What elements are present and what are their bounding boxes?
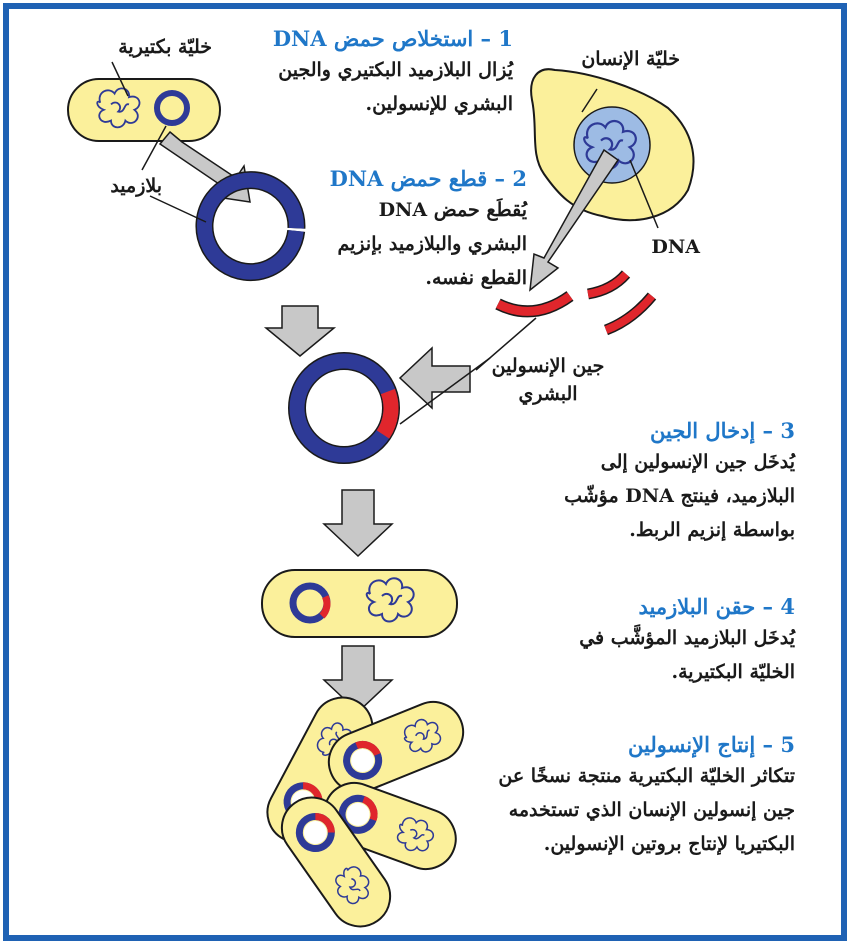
step-3-text: يُدخَل جين الإنسولين إلى البلازميد، فينت… xyxy=(480,445,795,547)
step-2-text: يُقطَع حمض DNA البشري والبلازميد بإنزيم … xyxy=(300,193,527,295)
step-3-line: يُدخَل جين الإنسولين إلى xyxy=(480,445,795,479)
step-1: 1 – استخلاص حمض DNA يُزال البلازميد البك… xyxy=(230,26,513,121)
step-5-title: 5 – إنتاج الإنسولين xyxy=(440,732,795,757)
step-5-line: جين إنسولين الإنسان الذي تستخدمه xyxy=(440,793,795,827)
step-3: 3 – إدخال الجين يُدخَل جين الإنسولين إلى… xyxy=(480,418,795,547)
step-3-line: البلازميد، فينتج DNA مؤشّب xyxy=(480,479,795,513)
label-insulin-gene-line: البشري xyxy=(468,380,628,408)
bacterial-cell-icon xyxy=(262,570,457,637)
recombinant-plasmid-icon xyxy=(297,361,391,455)
dna-fragment-icon xyxy=(588,274,626,294)
step-2-line: يُقطَع حمض DNA xyxy=(300,193,527,227)
step-4: 4 – حقن البلازميد يُدخَل البلازميد المؤش… xyxy=(480,594,795,689)
step-5-line: البكتيريا لإنتاج بروتين الإنسولين. xyxy=(440,827,795,861)
step-5: 5 – إنتاج الإنسولين تتكاثر الخليّة البكت… xyxy=(440,732,795,861)
label-line xyxy=(150,196,206,222)
step-4-title: 4 – حقن البلازميد xyxy=(480,594,795,619)
plasmid-icon xyxy=(204,180,296,272)
step-4-line: الخليّة البكتيرية. xyxy=(480,655,795,689)
dna-fragment-icon xyxy=(498,296,570,311)
step-4-text: يُدخَل البلازميد المؤشَّب في الخليّة الب… xyxy=(480,621,795,689)
label-insulin-gene-line: جين الإنسولين xyxy=(468,352,628,380)
human-cell-icon xyxy=(531,69,693,220)
bacterial-cell-icon xyxy=(68,79,220,141)
step-4-line: يُدخَل البلازميد المؤشَّب في xyxy=(480,621,795,655)
step-2: 2 – قطع حمض DNA يُقطَع حمض DNA البشري وا… xyxy=(300,166,527,295)
step-2-line: القطع نفسه. xyxy=(300,261,527,295)
step-1-text: يُزال البلازميد البكتيري والجين البشري ل… xyxy=(230,53,513,121)
step-5-text: تتكاثر الخليّة البكتيرية منتجة نسخًا عن … xyxy=(440,759,795,861)
dna-fragment-icon xyxy=(606,296,652,330)
label-insulin-gene: جين الإنسولين البشري xyxy=(468,352,628,408)
step-3-title: 3 – إدخال الجين xyxy=(480,418,795,443)
label-dna: DNA xyxy=(630,236,700,258)
label-plasmid: بلازميد xyxy=(82,175,162,197)
step-3-line: بواسطة إنزيم الربط. xyxy=(480,513,795,547)
step-1-title: 1 – استخلاص حمض DNA xyxy=(230,26,513,51)
label-human-cell: خليّة الإنسان xyxy=(560,48,680,70)
step-1-line: يُزال البلازميد البكتيري والجين xyxy=(230,53,513,87)
step-1-line: البشري للإنسولين. xyxy=(230,87,513,121)
step-2-title: 2 – قطع حمض DNA xyxy=(300,166,527,191)
label-bacterial-cell: خليّة بكتيرية xyxy=(52,36,212,58)
step-2-line: البشري والبلازميد بإنزيم xyxy=(300,227,527,261)
step-5-line: تتكاثر الخليّة البكتيرية منتجة نسخًا عن xyxy=(440,759,795,793)
